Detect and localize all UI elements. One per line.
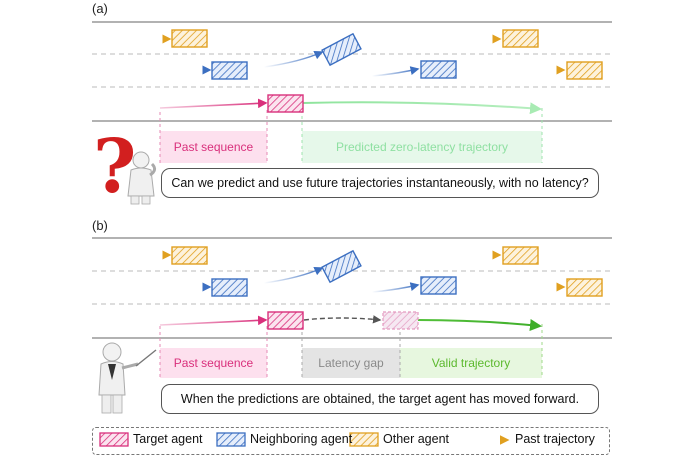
legend-past-trajectory-label: Past trajectory: [515, 432, 595, 446]
legend-target-swatch: [99, 432, 129, 447]
other-agent: [566, 278, 603, 297]
legend-neighbor-label: Neighboring agent: [250, 432, 353, 446]
legend-swatches: [99, 432, 510, 447]
target-agent: [267, 311, 304, 330]
target-agent-past-trajectory: [159, 315, 268, 326]
target-agent: [267, 94, 304, 113]
latency-gap-region: [302, 348, 400, 378]
neighboring-agent: [321, 249, 362, 284]
predicted-zero-latency-trajectory: [302, 101, 542, 115]
question-bubble: Can we predict and use future trajectori…: [161, 168, 599, 198]
other-agent: [171, 29, 208, 48]
predicted-trajectory-label: Predicted zero-latency trajectory: [335, 140, 509, 154]
neighbor-agent-trajectory: [371, 282, 420, 293]
panel-b-label: (b): [92, 218, 108, 233]
other-agent: [502, 29, 539, 48]
valid-trajectory: [417, 319, 542, 331]
legend-target-label: Target agent: [133, 432, 203, 446]
neighboring-agent: [211, 61, 248, 80]
neighboring-agent: [420, 60, 457, 79]
statement-bubble: When the predictions are obtained, the t…: [161, 384, 599, 414]
target-agent-moved: [382, 311, 419, 330]
question-mark-icon: ?: [93, 124, 136, 210]
neighboring-agent: [211, 278, 248, 297]
past-sequence-label: Past sequence: [173, 356, 254, 370]
panel-b: [92, 237, 612, 414]
thinking-figure-icon: [127, 151, 157, 205]
valid-trajectory-label: Valid trajectory: [431, 356, 511, 370]
legend: [92, 427, 610, 455]
neighboring-agent: [321, 32, 362, 67]
target-agent-past-trajectory: [159, 98, 268, 109]
legend-other-swatch: [349, 432, 379, 447]
neighbor-agent-trajectory: [263, 51, 324, 68]
other-agent: [171, 246, 208, 265]
future-region: [302, 131, 542, 163]
other-agent: [566, 61, 603, 80]
legend-neighbor-swatch: [216, 432, 246, 447]
neighbor-agent-trajectory: [371, 66, 420, 77]
neighboring-agent: [420, 276, 457, 295]
svg-text:?: ?: [93, 124, 136, 210]
valid-trajectory-region: [400, 348, 542, 378]
past-sequence-region: [160, 131, 267, 163]
other-agent: [502, 246, 539, 265]
presenter-figure-icon: [98, 342, 157, 414]
panel-a-label: (a): [92, 1, 108, 16]
latency-gap-label: Latency gap: [318, 356, 384, 370]
latency-gap-arrow: [303, 315, 382, 324]
legend-other-label: Other agent: [383, 432, 450, 446]
neighbor-agent-trajectory: [263, 267, 324, 284]
past-sequence-label: Past sequence: [173, 140, 254, 154]
past-sequence-region: [160, 348, 267, 378]
panel-a: ?: [92, 21, 612, 210]
